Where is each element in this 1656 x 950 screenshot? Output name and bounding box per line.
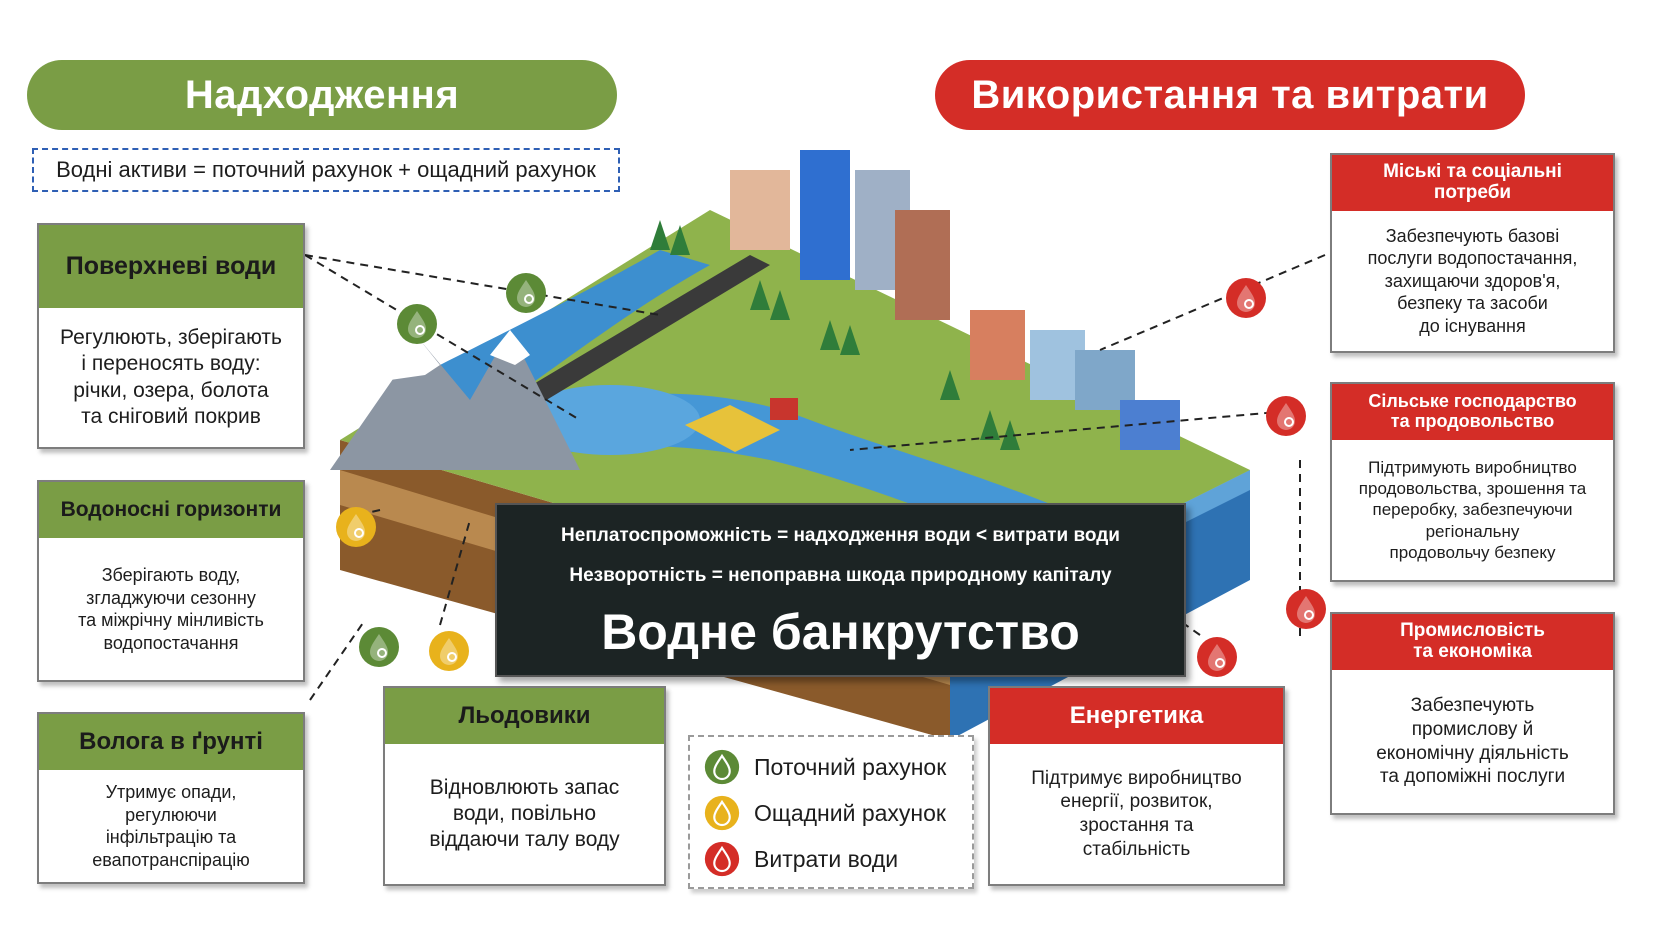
card-glaciers-title: Льодовики [385,688,664,744]
card-glaciers: Льодовики Відновлюють запас води, повіль… [383,686,666,886]
water-drop-icon [1197,637,1237,677]
card-agriculture-food-body: Підтримують виробництво продовольства, з… [1358,457,1587,562]
legend: Поточний рахунок Ощадний рахунок Витрати… [688,735,974,889]
card-industry-economy-body: Забезпечують промислову й економічну дія… [1376,695,1569,788]
card-glaciers-body: Відновлюють запас води, повільно віддаюч… [429,775,620,852]
card-soil-moisture-title: Вологa в ґрунті [39,714,303,770]
card-energy-body: Підтримує виробництво енергії, розвиток,… [1031,767,1242,860]
legend-item-losses: Витрати води [704,841,898,877]
card-aquifers: Водоносні горизонти Зберігають воду, згл… [37,480,305,682]
card-surface-water-body: Регулюють, зберігають і переносять воду:… [60,326,282,428]
card-energy: Енергетика Підтримує виробництво енергії… [988,686,1285,886]
card-energy-title: Енергетика [990,688,1283,744]
water-drop-icon [1286,589,1326,629]
water-drop-icon [704,841,740,877]
card-soil-moisture: Вологa в ґрунті Утримує опади, регулюючи… [37,712,305,884]
water-drop-icon [429,631,469,671]
card-aquifers-title: Водоносні горизонти [39,482,303,538]
insolvency-formula: Неплатоспроможність = надходження води <… [561,525,1120,546]
water-drop-icon [506,273,546,313]
water-drop-icon [359,627,399,667]
water-drop-icon [1226,278,1266,318]
card-soil-moisture-body: Утримує опади, регулюючи інфільтрацію та… [92,782,250,870]
card-urban-social-title: Міські та соціальні потреби [1332,155,1613,211]
card-aquifers-body: Зберігають воду, згладжуючи сезонну та м… [78,565,264,653]
legend-item-current: Поточний рахунок [704,749,946,785]
card-surface-water-title: Поверхневі води [39,225,303,308]
water-assets-formula-text: Водні активи = поточний рахунок + ощадни… [56,157,596,182]
card-agriculture-food-title: Сільське господарство та продовольство [1332,384,1613,440]
legend-label-savings: Ощадний рахунок [754,799,946,826]
water-assets-formula: Водні активи = поточний рахунок + ощадни… [32,148,620,192]
legend-label-losses: Витрати води [754,845,899,872]
inflow-header: Надходження [27,60,617,130]
card-agriculture-food: Сільське господарство та продовольство П… [1330,382,1615,582]
water-bankruptcy-title: Водне банкрутство [601,604,1080,660]
card-urban-social-body: Забезпечують базові послуги водопостачан… [1367,225,1578,336]
water-drop-icon [397,304,437,344]
card-surface-water: Поверхневі води Регулюють, зберігають і … [37,223,305,449]
water-bankruptcy-box: Неплатоспроможність = надходження води <… [495,503,1186,677]
outflow-title: Використання та витрати [971,72,1489,117]
card-industry-economy-title: Промисловість та економіка [1332,614,1613,670]
inflow-title: Надходження [184,72,460,117]
water-drop-icon [704,749,740,785]
outflow-header: Використання та витрати [935,60,1525,130]
legend-label-current: Поточний рахунок [754,753,947,780]
water-drop-icon [336,507,376,547]
water-drop-icon [1266,396,1306,436]
irreversibility-formula: Незворотність = непоправна шкода природн… [569,565,1112,586]
water-drop-icon [704,795,740,831]
card-industry-economy: Промисловість та економіка Забезпечують … [1330,612,1615,815]
card-urban-social: Міські та соціальні потреби Забезпечують… [1330,153,1615,353]
legend-item-savings: Ощадний рахунок [704,795,946,831]
